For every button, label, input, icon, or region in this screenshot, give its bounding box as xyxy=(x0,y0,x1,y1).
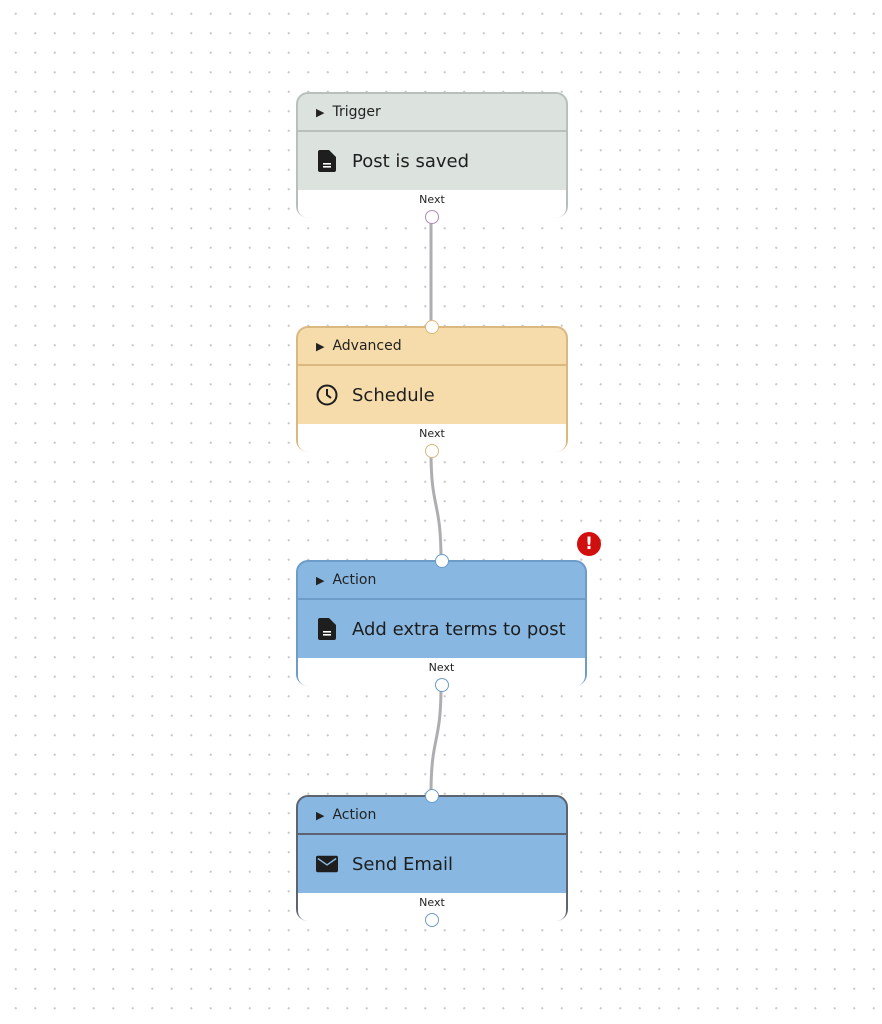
error-icon[interactable]: ! xyxy=(577,532,601,556)
node-action-add-terms[interactable]: ! ▶Action Add extra terms to post Next xyxy=(296,532,601,692)
output-handle[interactable] xyxy=(425,913,439,927)
expand-triangle-icon[interactable]: ▶ xyxy=(316,573,325,587)
node-category: Action xyxy=(332,807,377,823)
input-handle[interactable] xyxy=(425,789,439,803)
document-icon xyxy=(316,618,338,640)
edge-action-email xyxy=(429,685,443,795)
node-header[interactable]: ▶ Action xyxy=(298,797,566,835)
input-handle[interactable] xyxy=(425,320,439,334)
node-action-send-email[interactable]: ▶Action Send Email Next xyxy=(296,789,568,927)
edge-advanced-action xyxy=(429,451,443,561)
document-icon xyxy=(316,150,338,172)
output-handle[interactable] xyxy=(434,678,449,692)
node-body: Send Email xyxy=(298,835,566,893)
node-title: Add extra terms to post xyxy=(352,618,566,640)
output-handle[interactable] xyxy=(425,210,439,224)
expand-triangle-icon[interactable]: ▶ xyxy=(316,339,325,353)
node-body: Post is saved xyxy=(298,132,566,190)
node-category: Action xyxy=(332,572,377,588)
node-category: Trigger xyxy=(332,104,381,120)
node-title: Post is saved xyxy=(352,150,470,172)
node-title: Schedule xyxy=(352,384,435,406)
expand-triangle-icon[interactable]: ▶ xyxy=(316,808,325,822)
node-title: Send Email xyxy=(352,853,453,875)
input-handle[interactable] xyxy=(434,554,449,568)
node-header[interactable]: ▶ Advanced xyxy=(298,328,566,366)
node-category: Advanced xyxy=(332,338,402,354)
envelope-icon xyxy=(316,853,338,875)
node-header[interactable]: ▶ Trigger xyxy=(298,94,566,132)
node-body: Schedule xyxy=(298,366,566,424)
node-trigger[interactable]: ▶Trigger Post is saved Next xyxy=(296,92,568,224)
node-body: Add extra terms to post xyxy=(298,600,585,658)
clock-icon xyxy=(316,384,338,406)
expand-triangle-icon[interactable]: ▶ xyxy=(316,105,325,119)
node-advanced[interactable]: ▶Advanced Schedule Next xyxy=(296,320,568,458)
output-handle[interactable] xyxy=(425,444,439,458)
node-header[interactable]: ▶ Action xyxy=(298,562,585,600)
